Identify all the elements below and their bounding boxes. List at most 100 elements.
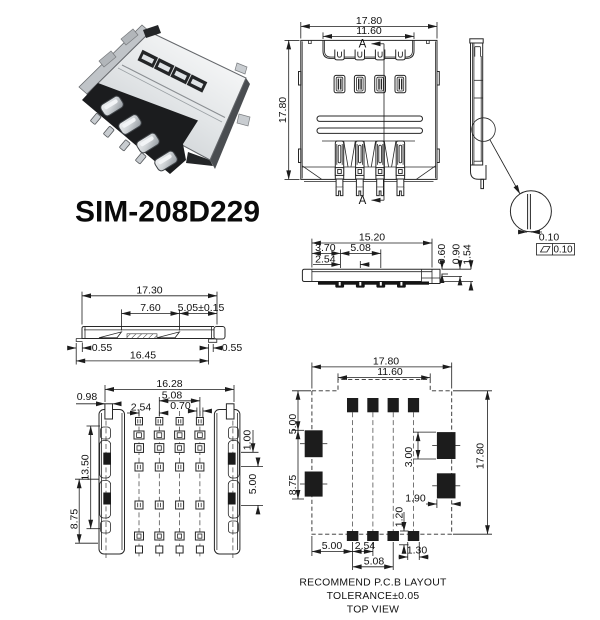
- dim-detail-gap: 0.10: [518, 229, 559, 244]
- bottom-view: 16.28 0.98 5.08 2.54 0.70 1.00 5: [68, 378, 263, 558]
- dim-front-foot-left: 0.55: [67, 342, 112, 365]
- flatness-tolerance-frame: 0.10: [536, 243, 575, 256]
- section-hatch: [126, 333, 158, 339]
- pcb-layout-view: 17.80 11.60 5.00 8.75 3.00 17.80 1.90: [287, 356, 492, 616]
- dim-label: 5.05±0.15: [178, 302, 225, 314]
- contact-window: [333, 74, 346, 94]
- section-solder-bar: [318, 281, 429, 285]
- section-view-aa: 15.20 3.70 5.08 2.54 0.60 0.90 1.54: [301, 232, 474, 291]
- cover-tab: [334, 49, 345, 61]
- dim-top-inner-width: 11.60: [322, 25, 415, 39]
- contact-strip: [375, 140, 385, 197]
- dim-label: 17.80: [475, 443, 487, 469]
- contact-bump: [397, 281, 406, 288]
- part-number-title: SIM-208D229: [75, 196, 260, 229]
- dim-pcb-span: 5.08: [352, 542, 394, 570]
- top-view: A A 17.80 11.60 17.80: [277, 15, 440, 207]
- dim-label: 1.00: [242, 430, 254, 451]
- photo-solder-pins: [90, 113, 147, 165]
- pcb-side-pads: [300, 430, 461, 499]
- contact-strip: [395, 140, 406, 197]
- dim-label: 5.00: [322, 540, 343, 552]
- dim-label: 0.60: [436, 244, 448, 265]
- pcb-outline: [311, 378, 453, 535]
- dim-label: 1.30: [407, 545, 428, 557]
- dim-section-total: 15.20: [311, 232, 433, 268]
- contact-window: [353, 74, 366, 94]
- dim-label: 8.75: [68, 509, 80, 530]
- pad-column: [174, 410, 186, 557]
- dim-label: 1.54: [462, 244, 474, 265]
- pad-column: [133, 410, 145, 557]
- dim-bottom-rail-len: 13.50: [79, 425, 100, 530]
- pcb-note-3: TOP VIEW: [347, 605, 399, 616]
- dim-label: 5.08: [350, 242, 371, 254]
- contact-bump: [376, 281, 386, 288]
- dim-pcb-pad-vh: 1.20: [394, 507, 409, 554]
- dim-label: 1.20: [394, 507, 406, 528]
- contact-bump: [355, 281, 365, 288]
- dim-label: 17.80: [373, 356, 399, 368]
- dim-front-span: 7.60 5.05±0.15: [121, 302, 225, 331]
- dim-front-total: 17.30: [81, 284, 218, 325]
- dim-label: 2.54: [315, 253, 336, 265]
- dim-pcb-height: 17.80: [453, 390, 492, 535]
- bottom-view-left-rail: [98, 403, 125, 558]
- dim-bottom-tab-len: 1.00: [241, 430, 259, 453]
- dim-label: 7.60: [140, 302, 161, 314]
- contact-bump: [335, 281, 345, 288]
- contact-window: [394, 74, 407, 94]
- dim-label: 11.60: [356, 25, 382, 37]
- dim-label: 17.80: [356, 15, 382, 27]
- dim-label: 3.70: [315, 242, 336, 254]
- cover-tab: [374, 49, 386, 61]
- dim-section-heights: 0.60 0.90 1.54: [436, 244, 474, 291]
- pcb-bottom-pads: [346, 531, 420, 541]
- dim-label: 5.00: [287, 414, 299, 435]
- dim-label: 8.75: [287, 475, 299, 496]
- dim-label: 0.90: [451, 244, 463, 265]
- dim-label: 0.98: [77, 391, 98, 403]
- dim-label: 11.60: [377, 366, 403, 378]
- dim-label: 5.00: [247, 474, 259, 495]
- dim-label: 15.20: [359, 232, 385, 244]
- front-view: 17.30 7.60 5.05±0.15 0.55 16.45 0.55: [67, 284, 243, 365]
- dim-bottom-side: 5.00: [241, 457, 263, 515]
- pcb-note-2: TOLERANCE±0.05: [327, 591, 420, 602]
- dim-pcb-inner-width: 11.60: [337, 366, 431, 381]
- card-slot-opening: [316, 115, 423, 122]
- photo-edge-face: [210, 78, 250, 169]
- dim-pcb-bottom-first: 5.00 2.54: [311, 536, 376, 556]
- section-label-bottom: A: [359, 195, 367, 207]
- dim-label: 16.28: [156, 378, 182, 390]
- pcb-note-1: RECOMMEND P.C.B LAYOUT: [299, 578, 447, 589]
- dim-pcb-outer-width: 17.80: [311, 356, 453, 389]
- detail-circle-small: [471, 117, 496, 142]
- dim-section-pitch: 2.54: [313, 253, 370, 268]
- dim-bottom-tab: 0.98: [76, 391, 122, 407]
- fcf-value: 0.10: [553, 245, 573, 256]
- product-photo: [78, 24, 251, 174]
- top-view-cover: [322, 40, 415, 59]
- dim-label: 17.30: [136, 284, 162, 296]
- dim-pcb-pad-h: 3.00: [403, 431, 436, 468]
- photo-upper-contacts: [137, 49, 208, 93]
- dim-pcb-pad-w: 1.30: [398, 542, 429, 560]
- dim-label: 2.54: [355, 540, 376, 552]
- top-view-body: [300, 39, 438, 180]
- contact-strip: [355, 140, 365, 197]
- section-line-aa: A A: [359, 39, 385, 207]
- dim-label: 3.00: [403, 447, 415, 468]
- dim-bottom-pad: 0.70: [170, 400, 212, 417]
- dim-label: 0.55: [222, 342, 243, 354]
- card-slot-opening: [316, 127, 423, 134]
- photo-metal-cover: [86, 31, 247, 161]
- cover-tab: [354, 49, 365, 61]
- dim-pcb-pad-inset: 1.90: [405, 493, 461, 508]
- dim-top-height: 17.80: [277, 40, 300, 180]
- dim-pcb-left-chain: 5.00 8.75: [287, 390, 311, 500]
- dim-label: 0.70: [170, 400, 191, 412]
- flatness-symbol-icon: [539, 246, 551, 253]
- dim-label: 16.45: [130, 350, 156, 362]
